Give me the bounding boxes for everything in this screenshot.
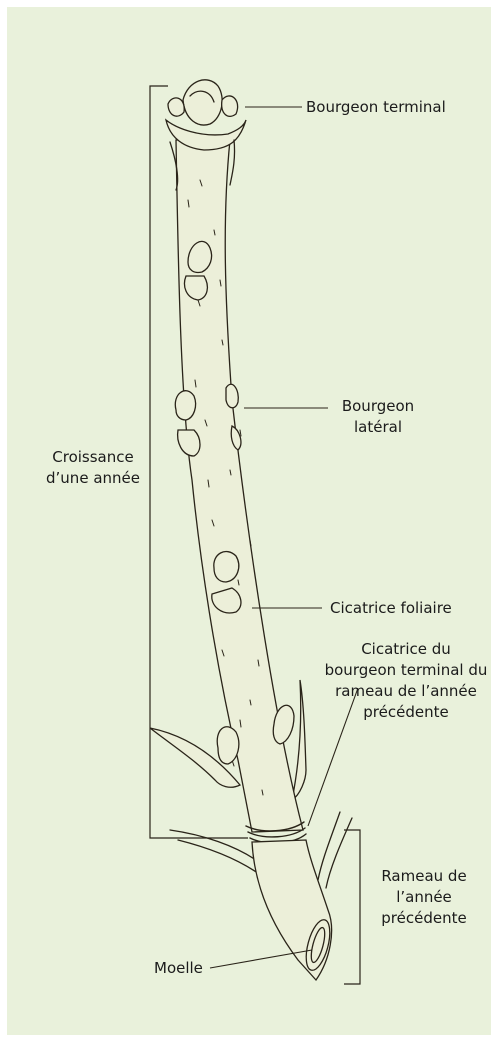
label-terminal-bud-scar-line-2: bourgeon terminal du	[318, 660, 494, 681]
label-lateral-bud-line-1: Bourgeon	[336, 396, 420, 417]
label-terminal-bud-scar-line-3: rameau de l’année	[318, 681, 494, 702]
label-year-growth-line-1: Croissance	[38, 447, 148, 468]
side-branch-base-left	[170, 830, 262, 876]
label-previous-year-twig: Rameau de l’année précédente	[372, 866, 476, 929]
label-lateral-bud: Bourgeon latéral	[336, 396, 420, 438]
label-lateral-bud-line-2: latéral	[336, 417, 420, 438]
label-year-growth-line-2: d’une année	[38, 468, 148, 489]
label-previous-year-twig-line-1: Rameau de	[372, 866, 476, 887]
label-previous-year-twig-line-2: l’année	[372, 887, 476, 908]
label-year-growth: Croissance d’une année	[38, 447, 148, 489]
label-previous-year-twig-line-3: précédente	[372, 908, 476, 929]
label-terminal-bud-scar-line-4: précédente	[318, 702, 494, 723]
label-pith: Moelle	[154, 958, 203, 979]
label-terminal-bud-scar-line-1: Cicatrice du	[318, 639, 494, 660]
label-terminal-bud-scar: Cicatrice du bourgeon terminal du rameau…	[318, 639, 494, 723]
side-branch-right-2	[318, 812, 352, 888]
previous-year-bracket	[344, 830, 360, 984]
label-terminal-bud: Bourgeon terminal	[306, 97, 446, 118]
side-branch-right	[292, 680, 306, 800]
label-leaf-scar: Cicatrice foliaire	[330, 598, 452, 619]
